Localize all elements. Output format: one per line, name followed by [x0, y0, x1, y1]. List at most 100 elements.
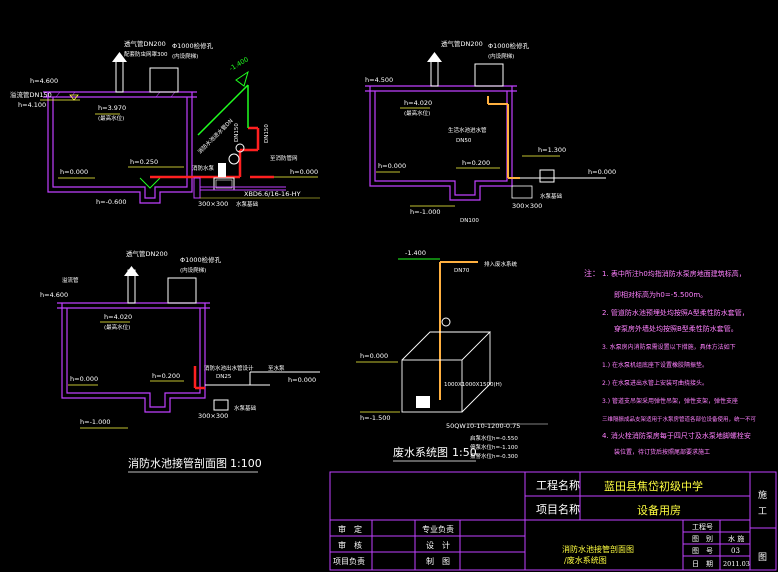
tb-check: 审 核 — [338, 540, 362, 550]
d2-h-1300: h=1.300 — [538, 146, 566, 154]
d1-size: 300×300 — [198, 200, 228, 208]
d1-to-net: 至消防管网 — [270, 154, 298, 162]
d2-h-0200: h=0.200 — [462, 159, 490, 167]
drawing-domestic-pool-section — [365, 52, 606, 207]
d2-manhole-note: (内设爬梯) — [488, 52, 514, 60]
tb-lead: 项目负责 — [333, 556, 365, 566]
d3-dn: DN25 — [216, 374, 232, 380]
d2-level-note: (最高水位) — [404, 109, 430, 117]
d1-level-note: (最高水位) — [98, 114, 124, 122]
d3-h-0200: h=0.200 — [152, 372, 180, 380]
d1-h-top: h=4.600 — [30, 77, 58, 85]
tb-project-value: 蓝田县焦岱初级中学 — [604, 479, 703, 493]
d3-manhole: Φ1000检修孔 — [180, 255, 222, 264]
d3-pump-label: 至水泵 — [268, 364, 285, 372]
tb-date-value: 2011.03 — [723, 560, 750, 568]
tb-draw: 制 图 — [426, 556, 450, 566]
d3-level-note: (最高水位) — [104, 323, 130, 331]
d3-manhole-note: (内设爬梯) — [180, 266, 206, 274]
tb-item-label: 项目名称 — [536, 502, 580, 516]
d4-h-floor: h=0.000 — [360, 352, 388, 360]
d2-h-top: h=4.500 — [365, 76, 393, 84]
tb-no-label: 工程号 — [692, 522, 713, 531]
notes-n3c: 3.) 管道支吊架采用弹性吊架，弹性支架，弹性支座 — [602, 397, 738, 405]
notes-n2: 2. 管道防水池预埋处均按照A型柔性防水套管， — [602, 308, 749, 317]
d4-pump-model: 50QW10-10-1200-0.75 — [446, 422, 520, 430]
d4-to-well: 排入废水系统 — [484, 260, 518, 268]
tb-drawing-name2: /废水系统图 — [564, 555, 607, 565]
d1-pump-label: 消防水泵 — [192, 164, 215, 172]
tb-num-label: 图 号 — [692, 547, 713, 555]
d2-size: 300×300 — [512, 202, 542, 210]
d4-h-roof: -1.400 — [405, 249, 426, 257]
d2-manhole: Φ1000检修孔 — [488, 41, 530, 50]
d1-h-out: h=0.000 — [290, 168, 318, 176]
d1-overflow: 溢流管DN150 — [10, 90, 52, 99]
notes-n3d: 三维隔振成品支架适用于水泵房管道各部位设备使用，统一不可 — [602, 415, 757, 423]
drawing-4-labels: -1.400 DN70 排入废水系统 h=0.000 h=-1.500 1000… — [360, 249, 520, 460]
notes-n4b: 装位置，待订货后按照尾部要求施工 — [614, 448, 710, 456]
d1-vent-note: 配套防虫网罩300 — [124, 50, 168, 58]
d1-h-level: h=3.970 — [98, 104, 126, 112]
tb-design: 设 计 — [426, 540, 450, 550]
title-right: 废水系统图 — [393, 445, 448, 459]
d1-vent-pipe: 透气管DN200 — [124, 39, 166, 48]
notes-n4: 4. 消火栓消防泵房每于四尺寸及水泵地脚螺栓安 — [602, 431, 751, 440]
title-left-scale: 1:100 — [230, 457, 262, 470]
notes-n1: 1. 表中所注h0均指消防水泵房地面建筑标高， — [602, 269, 746, 278]
notes-n2b: 穿泵房外墙处均按照B型柔性防水套管。 — [614, 324, 738, 333]
tb-side2: 工 — [758, 507, 767, 517]
d3-h-out: h=0.000 — [288, 376, 316, 384]
notes-n3a: 1.) 在水泵机组底座下设置橡胶隔振垫。 — [602, 361, 708, 369]
drawing-3-labels: 透气管DN200 Φ1000检修孔 (内设爬梯) 溢流管 h=4.600 h=4… — [40, 249, 316, 426]
title-block: 工程名称 蓝田县焦岱初级中学 项目名称 设备用房 审 定 审 核 项目负责 专业… — [329, 471, 777, 571]
d2-vent-pipe: 透气管DN200 — [441, 39, 483, 48]
d3-overflow: 溢流管 — [62, 276, 79, 284]
tb-audit: 审 定 — [338, 524, 362, 534]
d4-pump-note2: 停泵水位h=-1.100 — [470, 443, 518, 451]
drawing-2-labels: 透气管DN200 Φ1000检修孔 (内设爬梯) h=4.500 h=4.020… — [365, 39, 616, 224]
d2-h-level: h=4.020 — [404, 99, 432, 107]
tb-cat-label: 图 别 — [692, 534, 713, 543]
drawing-fire-pool-outlet-section — [57, 266, 320, 429]
d2-h-floor: h=0.000 — [378, 162, 406, 170]
drawing-fire-pool-section — [40, 52, 320, 204]
title-right-scale: 1:50 — [452, 446, 477, 459]
d3-vent-pipe: 透气管DN200 — [126, 249, 168, 258]
tb-drawing-name1: 消防水池接管剖面图 — [562, 544, 634, 554]
d2-dn: DN50 — [456, 138, 472, 144]
d1-dn-pipe: DN150 — [234, 123, 240, 142]
d3-h-level: h=4.020 — [104, 313, 132, 321]
d4-h-pit: h=-1.500 — [360, 414, 391, 422]
d4-pump-note1: 启泵水位h=-0.550 — [470, 434, 518, 442]
d2-tank: 水泵基础 — [540, 192, 563, 200]
notes-n1b: 即相对标高为h0=-5.500m。 — [614, 290, 707, 299]
d1-pump-model: XBD6.6/16-16-HY — [244, 190, 301, 198]
d4-pit-size: 1000X1000X1500(H) — [444, 382, 502, 388]
drawing-titles: 消防水池接管剖面图 1:100 废水系统图 1:50 — [128, 445, 477, 473]
notes-n3b: 2.) 在水泵进出水管上安装可曲挠接头。 — [602, 379, 708, 387]
d1-h-over: h=4.100 — [18, 101, 46, 109]
d1-h-floor: h=0.000 — [60, 168, 88, 176]
d3-size: 300×300 — [198, 412, 228, 420]
tb-prof: 专业负责 — [422, 524, 454, 534]
d3-h-floor: h=0.000 — [70, 375, 98, 383]
d1-h-pit: h=-0.600 — [96, 198, 127, 206]
title-left: 消防水池接管剖面图 — [128, 456, 227, 470]
d3-tank: 水泵基础 — [234, 404, 257, 412]
drawing-wastewater-system — [356, 258, 548, 425]
d1-dn-pipe2: DN150 — [264, 124, 270, 143]
notes-head: 注： — [584, 268, 600, 278]
d3-h-pit: h=-1.000 — [80, 418, 111, 426]
tb-side3: 图 — [758, 552, 767, 563]
d3-h-top: h=4.600 — [40, 291, 68, 299]
tb-item-value: 设备用房 — [637, 503, 681, 517]
tb-side1: 施 — [758, 489, 767, 501]
d4-dn: DN70 — [454, 268, 470, 274]
tb-date-label: 日 期 — [692, 560, 713, 568]
d1-manhole: Φ1000检修孔 — [172, 41, 214, 50]
d4-pump-note3: 报警水位h=-0.300 — [470, 452, 518, 460]
tb-num-value: 03 — [731, 547, 740, 555]
d1-h-pump-level: h=0.250 — [130, 158, 158, 166]
